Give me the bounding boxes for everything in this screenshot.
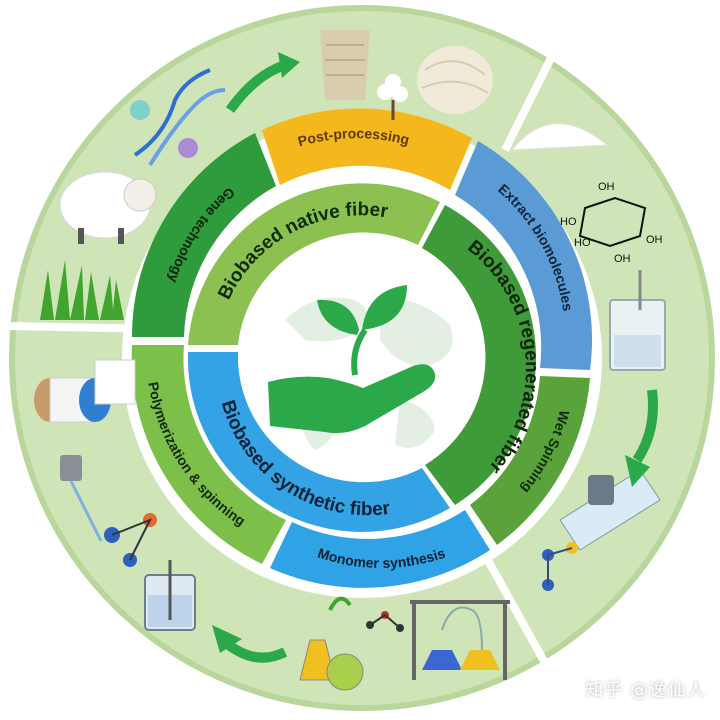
segment-wet bbox=[470, 376, 590, 545]
molecule-label: HO bbox=[560, 216, 577, 228]
distillation-icon bbox=[410, 600, 510, 680]
segment-extract bbox=[455, 141, 593, 370]
reactor-icon bbox=[144, 560, 196, 631]
molecule-label: HO bbox=[574, 237, 591, 249]
molecule-label: OH bbox=[598, 181, 615, 193]
flow-arrow-right bbox=[625, 389, 658, 487]
grass-icon bbox=[40, 260, 124, 320]
fiber-spool-icon bbox=[34, 359, 136, 423]
beaker-icon bbox=[609, 270, 666, 371]
segment-gene bbox=[131, 133, 276, 337]
band-regenerated bbox=[422, 205, 537, 505]
center-disc bbox=[242, 238, 482, 478]
dna-icon bbox=[130, 68, 226, 167]
flask-icon bbox=[299, 596, 404, 691]
powder-icon bbox=[510, 123, 609, 151]
segment-poly bbox=[131, 345, 286, 564]
wet-spinning-icon bbox=[542, 469, 661, 591]
watermark: 知乎 @逸仙人 bbox=[585, 680, 706, 701]
segment-monomer bbox=[270, 510, 490, 588]
band-synthetic bbox=[187, 352, 450, 532]
ring-divider-right bbox=[501, 38, 564, 152]
yarn-cone-icon bbox=[320, 30, 370, 100]
molecule-label: OH bbox=[646, 234, 663, 246]
glucose-molecule-icon: OH OH HO HO OH bbox=[560, 181, 663, 265]
molecule-label: OH bbox=[614, 253, 631, 265]
yarn-ball-icon bbox=[417, 46, 493, 114]
hand-plant-icon bbox=[268, 285, 436, 434]
flow-arrow-top bbox=[225, 52, 300, 113]
cotton-icon bbox=[377, 74, 408, 120]
sheep-icon bbox=[59, 171, 157, 244]
ring-divider-bottom bbox=[481, 553, 564, 692]
segment-post bbox=[262, 108, 472, 190]
flow-arrow-bottom bbox=[212, 625, 288, 663]
spinneret-icon bbox=[60, 455, 157, 567]
band-native bbox=[188, 183, 440, 345]
